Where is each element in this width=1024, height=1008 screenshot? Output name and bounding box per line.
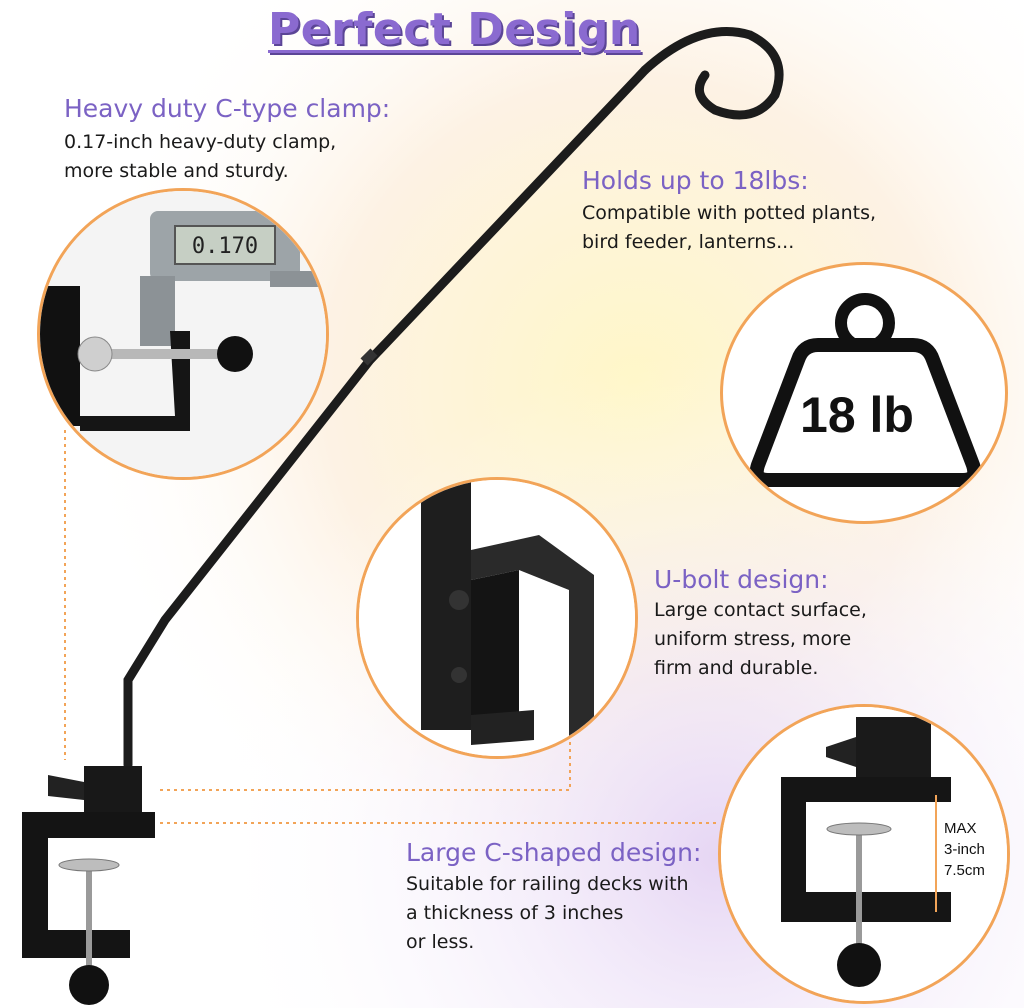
max-line: 7.5cm <box>944 862 985 879</box>
load-line: bird feeder, lanterns... <box>582 231 795 253</box>
weight-label: 18 lb <box>800 387 914 443</box>
ubolt-heading: U-bolt design: <box>654 565 829 594</box>
load-heading: Holds up to 18lbs: <box>582 166 809 195</box>
clamp-heading: Heavy duty C-type clamp: <box>64 94 391 123</box>
max-thickness-label: MAX 3-inch 7.5cm <box>944 818 985 881</box>
u-bolt-image <box>359 480 635 756</box>
cshape-heading: Large C-shaped design: <box>406 838 702 867</box>
max-line: 3-inch <box>944 841 985 858</box>
ubolt-line: Large contact surface, <box>654 599 867 621</box>
weight-circle <box>720 262 1008 524</box>
caliper-readout: 0.170 <box>192 234 258 259</box>
caliper-circle: 0.170 <box>37 188 329 480</box>
ubolt-line: firm and durable. <box>654 657 819 679</box>
cshape-line: Suitable for railing decks with <box>406 873 689 895</box>
page-title: Perfect Design <box>268 4 641 55</box>
clamp-description: 0.17-inch heavy-duty clamp, more stable … <box>64 128 336 186</box>
max-line: MAX <box>944 820 977 837</box>
clamp-line: more stable and sturdy. <box>64 160 289 182</box>
clamp-image <box>721 707 1007 1001</box>
weight-icon <box>749 293 982 487</box>
clamp-line: 0.17-inch heavy-duty clamp, <box>64 131 337 153</box>
ubolt-circle <box>356 477 638 759</box>
load-description: Compatible with potted plants, bird feed… <box>582 199 876 257</box>
ubolt-line: uniform stress, more <box>654 628 852 650</box>
load-line: Compatible with potted plants, <box>582 202 877 224</box>
cshape-line: or less. <box>406 931 475 953</box>
ubolt-description: Large contact surface, uniform stress, m… <box>654 596 867 683</box>
connector-lines <box>64 430 720 824</box>
cshape-description: Suitable for railing decks with a thickn… <box>406 870 689 957</box>
cclamp-circle <box>718 704 1010 1004</box>
caliper-image: 0.170 <box>40 191 326 477</box>
cshape-line: a thickness of 3 inches <box>406 902 624 924</box>
